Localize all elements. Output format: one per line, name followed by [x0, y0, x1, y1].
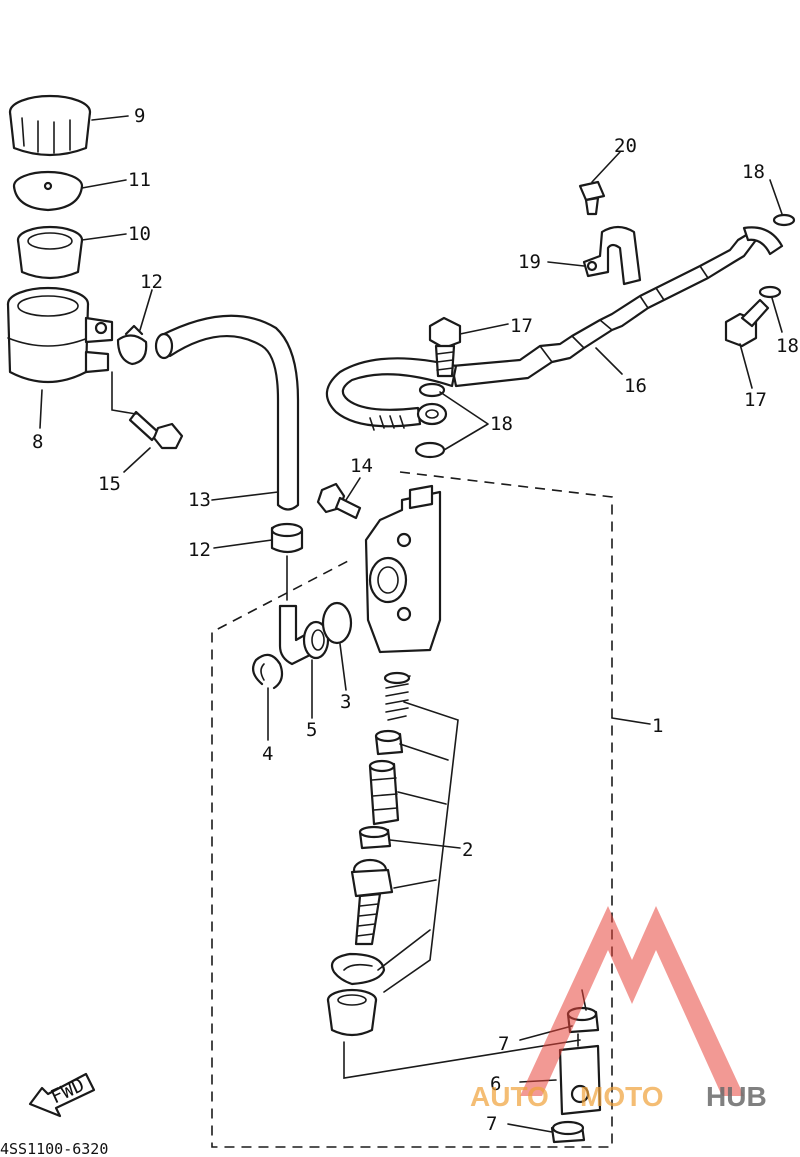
callout-5: 5	[306, 719, 317, 741]
watermark-triangle-icon	[520, 906, 744, 1096]
union-bolt-17-upper	[428, 316, 462, 378]
washer-18-b	[414, 441, 446, 459]
callout-18-right: 18	[776, 335, 799, 357]
piston	[368, 759, 400, 826]
automotohub-watermark	[520, 906, 744, 1096]
callout-16: 16	[624, 375, 647, 397]
push-rod	[350, 858, 394, 946]
screw-20	[578, 180, 606, 216]
piston-cup-upper	[374, 729, 404, 756]
callout-6: 6	[490, 1073, 501, 1095]
brake-hose-bend	[325, 357, 458, 431]
reservoir-cap	[8, 94, 92, 157]
hose-guide	[582, 225, 642, 286]
callout-2: 2	[462, 839, 473, 861]
callout-12-lower: 12	[188, 539, 211, 561]
callout-18-top: 18	[742, 161, 765, 183]
union-bolt-17-lower	[724, 298, 770, 348]
dust-boot	[326, 988, 378, 1037]
diaphragm-plate	[12, 170, 84, 212]
washer-18-d	[758, 285, 782, 299]
washer-18-a	[418, 382, 446, 398]
callout-7-upper: 7	[498, 1033, 509, 1055]
reservoir	[6, 286, 114, 384]
callout-3: 3	[340, 691, 351, 713]
part-code: 4SS1100-6320	[0, 1140, 108, 1157]
callout-10: 10	[128, 223, 151, 245]
piston-cup-lower	[358, 825, 392, 850]
callout-1: 1	[652, 715, 663, 737]
hose-clamp-upper	[116, 324, 148, 366]
washer-18-c	[772, 213, 796, 227]
assembly-outline	[211, 471, 613, 1148]
callout-12-upper: 12	[140, 271, 163, 293]
callout-18-left: 18	[490, 413, 513, 435]
watermark-brand-moto: MOTO	[580, 1081, 663, 1112]
watermark-brand-hub: HUB	[706, 1081, 767, 1112]
callout-17-lower: 17	[744, 389, 767, 411]
piston-spring	[383, 671, 411, 721]
callout-7-lower: 7	[486, 1113, 497, 1135]
callout-17-upper: 17	[510, 315, 533, 337]
master-cylinder-body	[364, 484, 442, 654]
callout-11: 11	[128, 169, 151, 191]
screw-15	[128, 410, 184, 450]
callout-20: 20	[614, 135, 637, 157]
circlip-4	[251, 653, 284, 690]
callout-9: 9	[134, 105, 145, 127]
diaphragm	[16, 225, 84, 280]
o-ring	[321, 601, 353, 645]
callout-14: 14	[350, 455, 373, 477]
watermark-brand-auto: AUTO	[470, 1081, 549, 1112]
callout-8: 8	[32, 431, 43, 453]
hose-clamp-lower	[270, 522, 304, 554]
clevis	[558, 1044, 602, 1116]
fwd-arrow: FWD	[28, 1072, 96, 1118]
callout-15: 15	[98, 473, 121, 495]
callout-13: 13	[188, 489, 211, 511]
callout-4: 4	[262, 743, 273, 765]
reservoir-hose	[154, 314, 300, 511]
union-bolt-14	[316, 482, 362, 520]
callout-19: 19	[518, 251, 541, 273]
circlip-2	[330, 952, 386, 986]
hose-joint	[278, 604, 330, 666]
nut-7-lower	[550, 1120, 586, 1144]
brake-hose	[450, 226, 784, 388]
